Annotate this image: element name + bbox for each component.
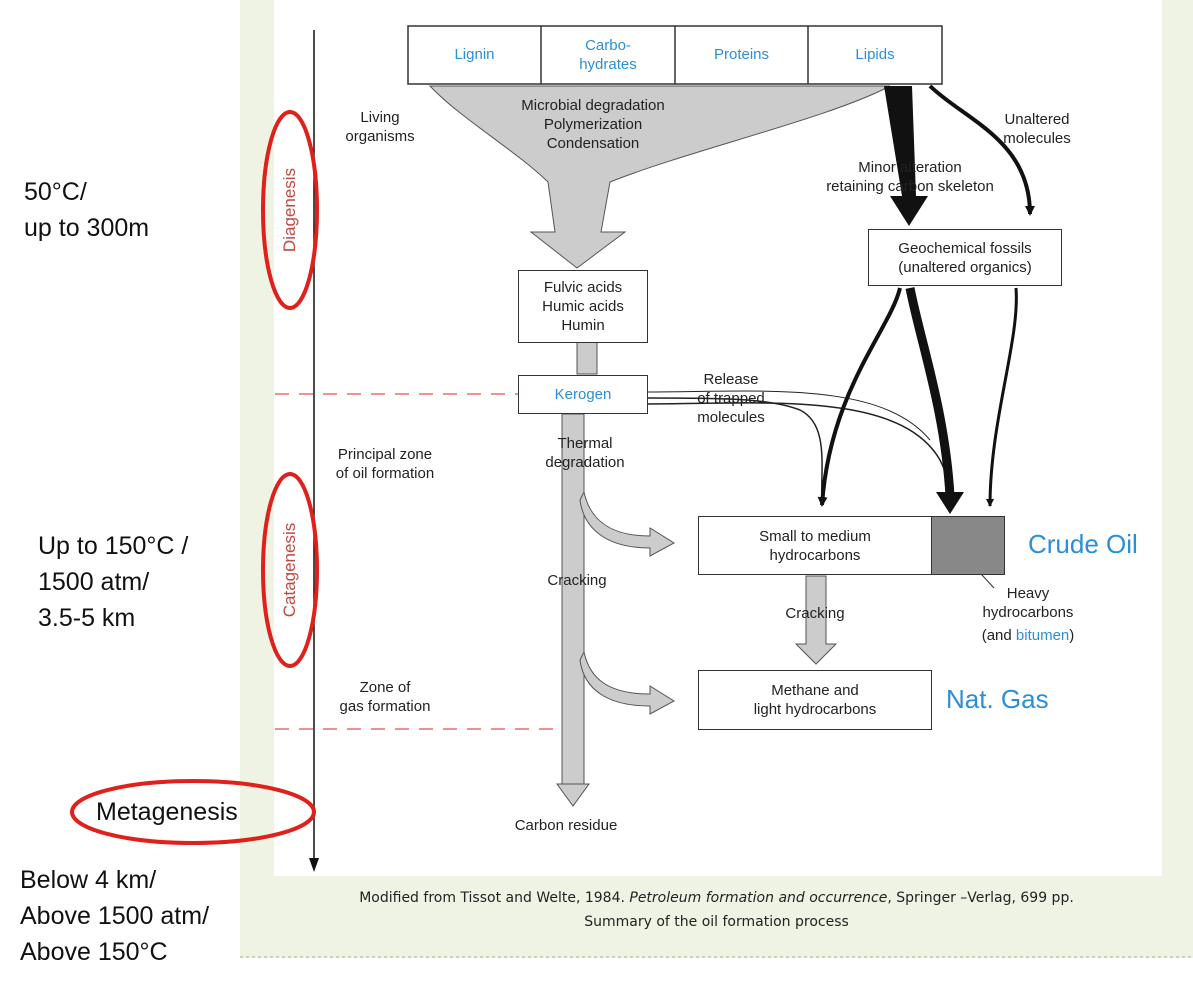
methane-box: Methane and light hydrocarbons [698, 670, 932, 730]
figure-caption: Modified from Tissot and Welte, 1984. Pe… [240, 886, 1193, 934]
oil-branch-arrow [579, 490, 675, 557]
geo-arrow-2 [905, 287, 955, 497]
zone-gas-label: Zone of gas formation [339, 679, 431, 715]
release-line-3 [645, 390, 931, 441]
lipids-thick-arrow [884, 86, 928, 226]
cracking-right-label: Cracking [785, 605, 845, 622]
geo-arrow-3 [986, 287, 1018, 507]
metagenesis-highlight [70, 779, 316, 845]
living-organisms-label: Living organisms [345, 109, 415, 145]
small-medium-hc-box: Small to medium hydrocarbons [698, 516, 932, 575]
catagenesis-condition-line: 3.5-5 km [38, 604, 136, 632]
bitumen-word: bitumen [1015, 627, 1070, 644]
minor-alteration-label: Minor alteration retaining carbon skelet… [826, 159, 994, 195]
cracking-left-label: Cracking [547, 572, 607, 589]
gas-branch-arrow [579, 650, 675, 715]
heavy-hc-box [931, 516, 1005, 575]
metagenesis-condition-line: Above 150°C [20, 938, 168, 966]
metagenesis-condition-line: Below 4 km/ [20, 866, 157, 894]
caption-title: Petroleum formation and occurrence [629, 890, 888, 906]
metagenesis-label: Metagenesis [96, 798, 238, 826]
catagenesis-condition-line: 1500 atm/ [38, 568, 150, 596]
cracking-arrow [794, 575, 838, 665]
diagenesis-condition-line: 50°C/ [24, 178, 87, 206]
diagenesis-condition-line: up to 300m [24, 214, 150, 242]
kerogen-box: Kerogen [518, 375, 648, 414]
diagenesis-highlight [261, 110, 319, 310]
source-proteins: Proteins [713, 46, 770, 63]
metagenesis-conditions: Below 4 km/ Above 1500 atm/ Above 150°C [20, 862, 209, 970]
source-lipids: Lipids [855, 46, 895, 63]
fulvic-humic-box: Fulvic acids Humic acids Humin [518, 270, 648, 343]
source-carbohydrates: Carbo- hydrates [579, 37, 637, 73]
heavy-hydrocarbons-label: Heavy hydrocarbons [982, 585, 1074, 621]
geochemical-fossils-box: Geochemical fossils (unaltered organics) [868, 229, 1062, 286]
unaltered-molecules-label: Unaltered molecules [1003, 111, 1071, 147]
release-line-1 [645, 397, 823, 506]
catagenesis-stage-label: Catagenesis [280, 522, 299, 618]
diagenesis-conditions: 50°C/ up to 300m [24, 174, 149, 246]
release-label: Release of trapped molecules [697, 371, 765, 426]
microbial-label: Microbial degradation Polymerization Con… [521, 97, 665, 152]
geo-arrow-2-head [936, 492, 964, 514]
caption-post: , Springer –Verlag, 699 pp. [887, 890, 1074, 906]
bitumen-label: (and bitumen) [968, 626, 1088, 645]
bitumen-post: ) [1069, 627, 1075, 644]
geo-arrow-1 [817, 287, 902, 507]
principal-zone-label: Principal zone of oil formation [335, 446, 435, 482]
kerogen-stem-top [576, 341, 598, 375]
nat-gas-label: Nat. Gas [946, 684, 1049, 714]
metagenesis-condition-line: Above 1500 atm/ [20, 902, 210, 930]
catagenesis-highlight [261, 472, 319, 668]
funnel-arrow [428, 85, 891, 269]
catagenesis-condition-line: Up to 150°C / [38, 532, 189, 560]
bitumen-pre: (and [981, 627, 1016, 644]
caption-line-2: Summary of the oil formation process [584, 914, 849, 930]
source-lignin: Lignin [454, 46, 495, 63]
depth-axis-arrowhead [309, 858, 319, 872]
lipids-curved-arrow [928, 84, 1035, 216]
crude-oil-label: Crude Oil [1028, 529, 1138, 559]
caption-line-1: Modified from Tissot and Welte, 1984. Pe… [240, 886, 1193, 910]
thermal-degradation-label: Thermal degradation [545, 435, 625, 471]
caption-pre: Modified from Tissot and Welte, 1984. [359, 890, 630, 906]
carbon-residue-arrow [556, 783, 590, 807]
carbon-residue-label: Carbon residue [514, 817, 618, 834]
diagenesis-stage-label: Diagenesis [280, 167, 299, 253]
catagenesis-conditions: Up to 150°C / 1500 atm/ 3.5-5 km [38, 528, 188, 636]
